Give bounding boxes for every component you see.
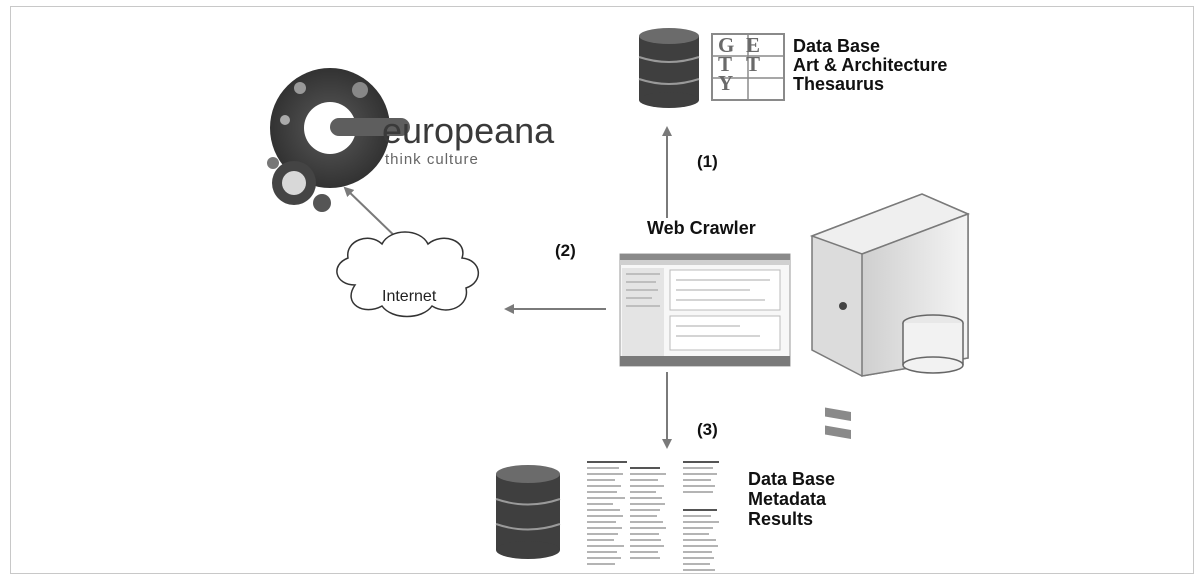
step-3-label: (3) xyxy=(697,420,718,439)
server-icon xyxy=(809,193,970,440)
getty-db-label-line1: Data Base xyxy=(793,36,881,56)
internet-cloud xyxy=(336,231,479,318)
metadata-db-label-line3: Results xyxy=(748,509,814,529)
getty-db-label-line3: Thesaurus xyxy=(793,74,885,94)
getty-logo xyxy=(711,33,785,101)
step-1-label: (1) xyxy=(697,152,718,171)
diagram-frame xyxy=(10,6,1194,574)
internet-label: Internet xyxy=(382,288,437,305)
metadata-results-listing xyxy=(587,461,719,571)
web-crawler-screenshot xyxy=(619,253,791,367)
getty-db-label-line2: Art & Architecture xyxy=(793,55,948,75)
step-2-label: (2) xyxy=(555,241,576,260)
europeana-logo-tagline: think culture xyxy=(385,151,479,168)
metadata-db-label-line2: Metadata xyxy=(748,489,827,509)
metadata-db-label-line1: Data Base xyxy=(748,469,836,489)
web-crawler-label: Web Crawler xyxy=(647,218,756,238)
metadata-database-icon xyxy=(495,465,561,559)
getty-database-icon xyxy=(638,28,700,108)
europeana-logo-name: europeana xyxy=(382,110,555,151)
europeana-logo-graphic xyxy=(267,68,410,212)
